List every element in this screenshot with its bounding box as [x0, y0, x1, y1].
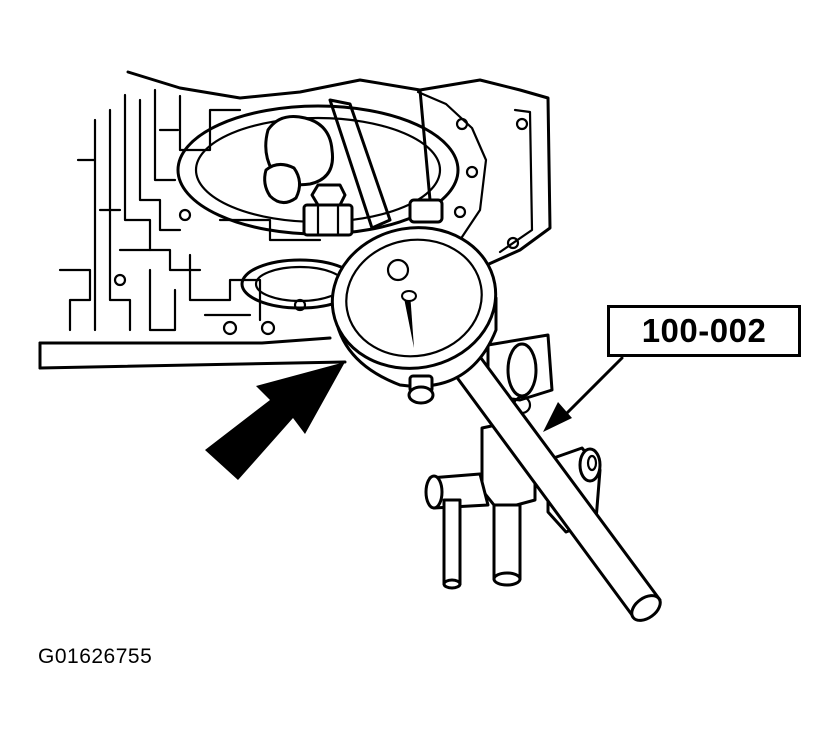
dial-indicator-fixture	[424, 333, 662, 622]
valve-body-passages	[58, 88, 322, 336]
dial-indicator-gauge	[330, 226, 498, 405]
figure-id-label: G01626755	[38, 645, 153, 668]
transmission-case	[38, 70, 552, 370]
pointer-arrow	[205, 362, 345, 480]
internal-components	[263, 88, 444, 237]
callout-leader-arrow	[543, 356, 624, 432]
tool-number-callout: 100-002	[607, 305, 801, 357]
